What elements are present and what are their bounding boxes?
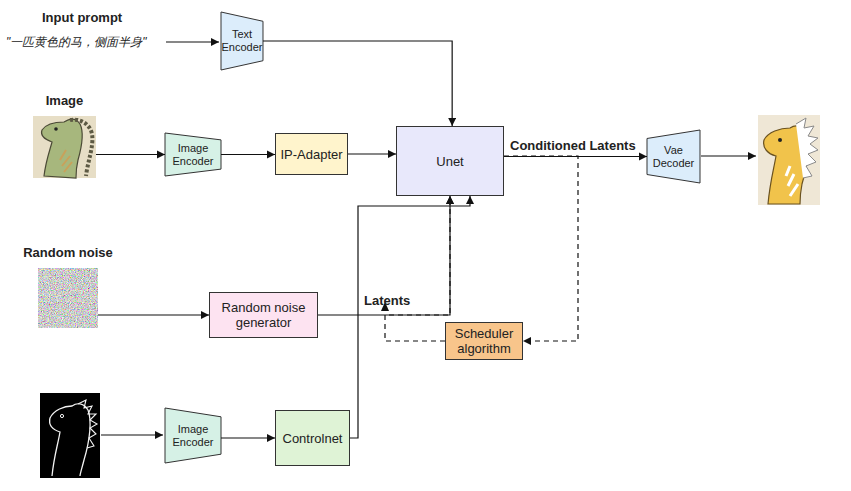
unet-box: Unet <box>396 126 504 196</box>
flow-arrow <box>350 196 470 438</box>
node-label: Image Encoder <box>165 423 221 449</box>
latents-label: Latents <box>364 293 410 308</box>
process-box: Controlnet <box>275 410 350 466</box>
trapezoid-shape <box>221 12 263 70</box>
input-image <box>33 116 96 178</box>
trapezoid-shape <box>647 130 700 183</box>
noise-image-node: Random noise <box>38 268 98 328</box>
node-label: Unet <box>434 154 465 169</box>
process-box: IP-Adapter <box>275 133 348 175</box>
feedback-arrow <box>504 156 578 341</box>
trapezoid-shape <box>165 408 221 463</box>
edge-label: Conditioned Latents <box>510 138 636 153</box>
node-label: Controlnet <box>281 431 345 446</box>
noise-image <box>38 268 98 328</box>
text-encoder: Text Encoder <box>221 12 263 70</box>
output-image <box>758 115 820 205</box>
edge-map-image <box>40 393 100 478</box>
node-label: Scheduler algorithm <box>446 326 522 356</box>
trapezoid-shape <box>165 133 221 176</box>
flow-arrow <box>221 154 275 155</box>
flow-arrow <box>348 153 396 154</box>
image-heading: Image <box>44 93 86 108</box>
image-heading: Random noise <box>21 245 115 260</box>
node-label: Image Encoder <box>165 142 221 168</box>
output-arrow <box>701 155 756 156</box>
flow-arrow <box>263 41 452 126</box>
input-image-node: Image <box>33 116 96 178</box>
image-encoder: Image Encoder <box>165 133 221 176</box>
flow-arrow <box>98 314 209 315</box>
node-label: Random noise generator <box>210 300 317 330</box>
vae-decoder: Vae Decoder <box>647 130 700 183</box>
flow-arrow <box>221 437 275 438</box>
flow-arrow <box>318 196 450 315</box>
image-encoder: Image Encoder <box>165 408 221 463</box>
prompt-text: "一匹黄色的马，侧面半身" <box>6 34 147 51</box>
control-arrow <box>101 434 163 435</box>
scheduler-box: Scheduler algorithm <box>445 322 523 360</box>
input-label: Input prompt <box>42 10 122 25</box>
prompt-arrow <box>166 41 219 42</box>
node-label: Text Encoder <box>221 28 263 54</box>
flow-arrow <box>504 156 647 157</box>
node-label: IP-Adapter <box>278 147 344 162</box>
process-box: Random noise generator <box>209 292 318 338</box>
node-label: Vae Decoder <box>647 144 700 170</box>
feedback-arrow <box>385 196 450 341</box>
flow-arrow <box>96 154 165 155</box>
